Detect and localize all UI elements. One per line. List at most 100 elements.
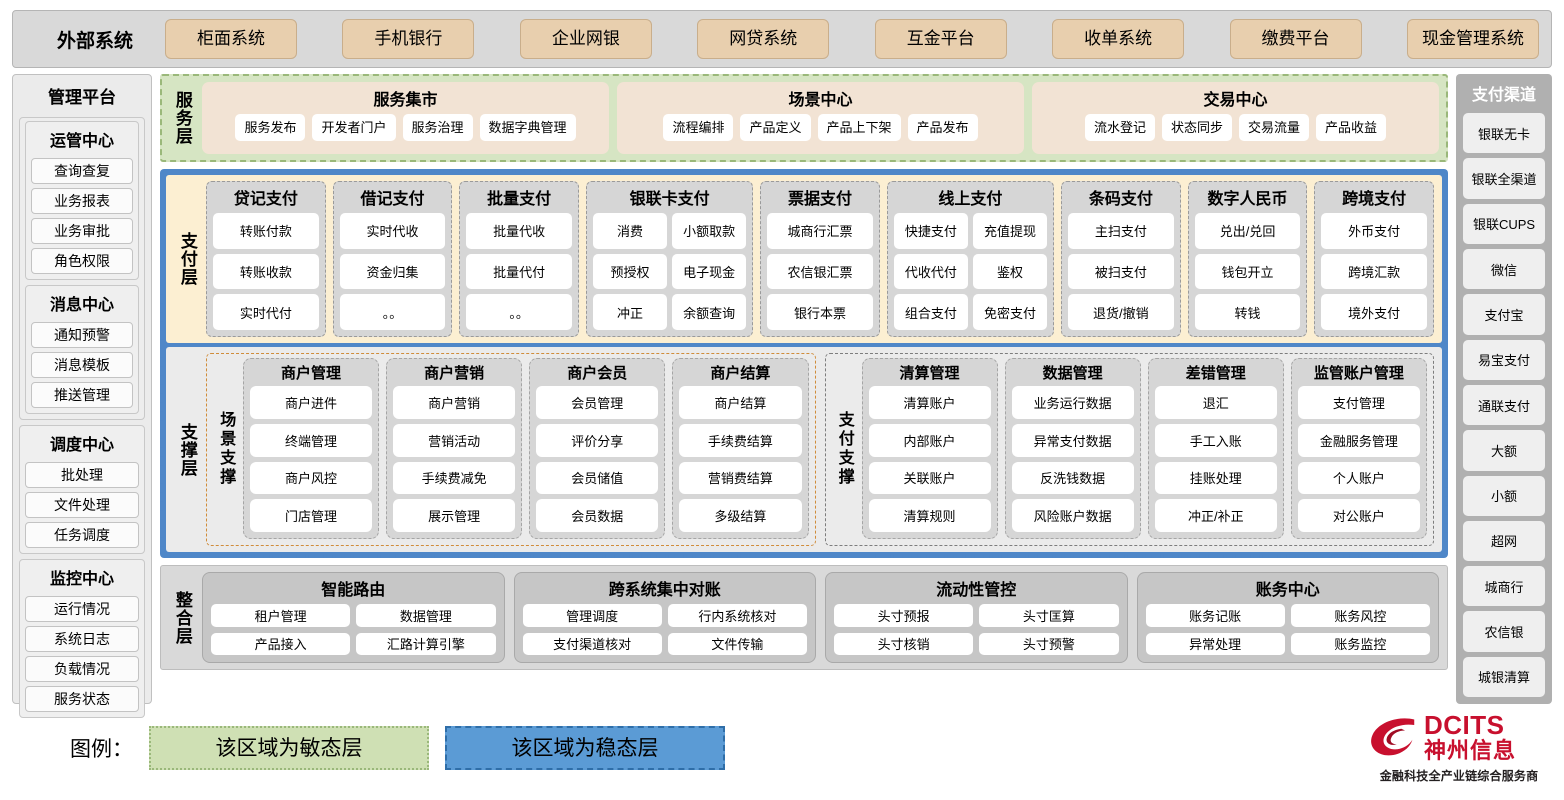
payment-item[interactable]: 农信银汇票	[767, 253, 873, 290]
support-item[interactable]: 会员管理	[536, 386, 659, 419]
payment-item[interactable]: 兑出/兑回	[1194, 213, 1301, 249]
integration-item[interactable]: 账务风控	[1290, 604, 1430, 627]
management-item[interactable]: 通知预警	[31, 322, 133, 348]
support-item[interactable]: 挂账处理	[1154, 461, 1277, 495]
payment-channel-item[interactable]: 支付宝	[1463, 294, 1545, 335]
integration-item[interactable]: 头寸预警	[979, 632, 1119, 655]
payment-item[interactable]: 冲正	[592, 294, 668, 330]
support-item[interactable]: 展示管理	[393, 499, 516, 532]
payment-item[interactable]: 钱包开立	[1194, 253, 1301, 290]
payment-item[interactable]: 。。	[339, 294, 446, 330]
payment-channel-item[interactable]: 通联支付	[1463, 384, 1545, 426]
support-item[interactable]: 门店管理	[250, 499, 373, 532]
payment-item[interactable]: 鉴权	[972, 253, 1048, 290]
support-item[interactable]: 异常支付数据	[1011, 423, 1134, 457]
support-item[interactable]: 关联账户	[868, 461, 991, 495]
integration-item[interactable]: 汇路计算引擎	[356, 632, 496, 655]
service-item[interactable]: 产品发布	[907, 114, 978, 141]
external-system-item[interactable]: 缴费平台	[1229, 19, 1362, 59]
payment-item[interactable]: 代收代付	[893, 253, 968, 290]
external-system-item[interactable]: 柜面系统	[165, 19, 297, 59]
payment-channel-item[interactable]: 小额	[1463, 475, 1545, 516]
payment-item[interactable]: 主扫支付	[1068, 213, 1174, 249]
management-item[interactable]: 推送管理	[31, 382, 133, 408]
support-item[interactable]: 营销活动	[393, 423, 516, 457]
management-item[interactable]: 运行情况	[25, 596, 139, 622]
management-item[interactable]: 角色权限	[31, 248, 133, 274]
payment-item[interactable]: 免密支付	[972, 294, 1048, 330]
payment-item[interactable]: 外币支付	[1321, 213, 1427, 249]
support-item[interactable]: 会员储值	[536, 461, 659, 495]
integration-item[interactable]: 头寸核销	[834, 632, 974, 655]
management-item[interactable]: 批处理	[25, 462, 139, 488]
management-item[interactable]: 任务调度	[25, 522, 139, 548]
support-item[interactable]: 业务运行数据	[1011, 386, 1134, 419]
support-item[interactable]: 退汇	[1154, 386, 1277, 419]
external-system-item[interactable]: 企业网银	[519, 19, 652, 59]
payment-item[interactable]: 批量代付	[466, 253, 572, 290]
payment-item[interactable]: 退货/撤销	[1068, 294, 1174, 330]
support-item[interactable]: 支付管理	[1297, 386, 1420, 419]
payment-item[interactable]: 转账收款	[213, 253, 319, 290]
service-item[interactable]: 服务治理	[402, 114, 473, 141]
integration-item[interactable]: 异常处理	[1145, 632, 1285, 655]
payment-item[interactable]: 境外支付	[1321, 294, 1427, 330]
support-item[interactable]: 手续费结算	[679, 423, 802, 457]
support-item[interactable]: 金融服务管理	[1297, 423, 1420, 457]
integration-item[interactable]: 账务监控	[1290, 632, 1430, 655]
service-item[interactable]: 数据字典管理	[479, 114, 576, 141]
external-system-item[interactable]: 互金平台	[874, 19, 1007, 59]
service-item[interactable]: 产品收益	[1316, 114, 1387, 141]
management-item[interactable]: 消息模板	[31, 352, 133, 378]
integration-item[interactable]: 头寸预报	[834, 604, 974, 627]
payment-item[interactable]: 组合支付	[893, 294, 968, 330]
support-item[interactable]: 手工入账	[1154, 423, 1277, 457]
support-item[interactable]: 商户进件	[250, 386, 373, 419]
support-item[interactable]: 商户营销	[393, 386, 516, 419]
service-item[interactable]: 开发者门户	[312, 114, 396, 141]
payment-item[interactable]: 跨境汇款	[1321, 253, 1427, 290]
support-item[interactable]: 多级结算	[679, 499, 802, 532]
payment-item[interactable]: 银行本票	[767, 294, 873, 330]
payment-item[interactable]: 小额取款	[672, 213, 747, 249]
payment-channel-item[interactable]: 银联无卡	[1463, 113, 1545, 154]
payment-item[interactable]: 资金归集	[339, 253, 446, 290]
integration-item[interactable]: 支付渠道核对	[522, 632, 662, 655]
external-system-item[interactable]: 收单系统	[1052, 19, 1185, 59]
integration-item[interactable]: 头寸匡算	[979, 604, 1119, 627]
management-item[interactable]: 查询查复	[31, 158, 133, 184]
integration-item[interactable]: 行内系统核对	[667, 604, 807, 627]
support-item[interactable]: 商户结算	[679, 386, 802, 419]
support-item[interactable]: 会员数据	[536, 499, 659, 532]
integration-item[interactable]: 租户管理	[211, 604, 351, 627]
payment-item[interactable]: 实时代付	[213, 294, 319, 330]
support-item[interactable]: 清算账户	[868, 386, 991, 419]
support-item[interactable]: 营销费结算	[679, 461, 802, 495]
external-system-item[interactable]: 手机银行	[342, 19, 475, 59]
payment-item[interactable]: 消费	[592, 213, 668, 249]
management-item[interactable]: 负载情况	[25, 656, 139, 682]
payment-item[interactable]: 实时代收	[339, 213, 446, 249]
support-item[interactable]: 评价分享	[536, 423, 659, 457]
management-item[interactable]: 系统日志	[25, 626, 139, 652]
integration-item[interactable]: 管理调度	[522, 604, 662, 627]
payment-channel-item[interactable]: 微信	[1463, 248, 1545, 290]
integration-item[interactable]: 文件传输	[667, 632, 807, 655]
payment-channel-item[interactable]: 城商行	[1463, 566, 1545, 607]
management-item[interactable]: 文件处理	[25, 492, 139, 518]
management-item[interactable]: 业务报表	[31, 188, 133, 214]
payment-item[interactable]: 快捷支付	[893, 213, 968, 249]
support-item[interactable]: 对公账户	[1297, 499, 1420, 532]
payment-item[interactable]: 批量代收	[466, 213, 572, 249]
external-system-item[interactable]: 网贷系统	[697, 19, 830, 59]
integration-item[interactable]: 账务记账	[1145, 604, 1285, 627]
support-item[interactable]: 商户风控	[250, 461, 373, 495]
support-item[interactable]: 内部账户	[868, 423, 991, 457]
support-item[interactable]: 清算规则	[868, 499, 991, 532]
support-item[interactable]: 冲正/补正	[1154, 499, 1277, 532]
service-item[interactable]: 产品上下架	[817, 114, 901, 141]
management-item[interactable]: 服务状态	[25, 686, 139, 712]
payment-item[interactable]: 转账付款	[213, 213, 319, 249]
payment-item[interactable]: 城商行汇票	[767, 213, 873, 249]
support-item[interactable]: 终端管理	[250, 423, 373, 457]
